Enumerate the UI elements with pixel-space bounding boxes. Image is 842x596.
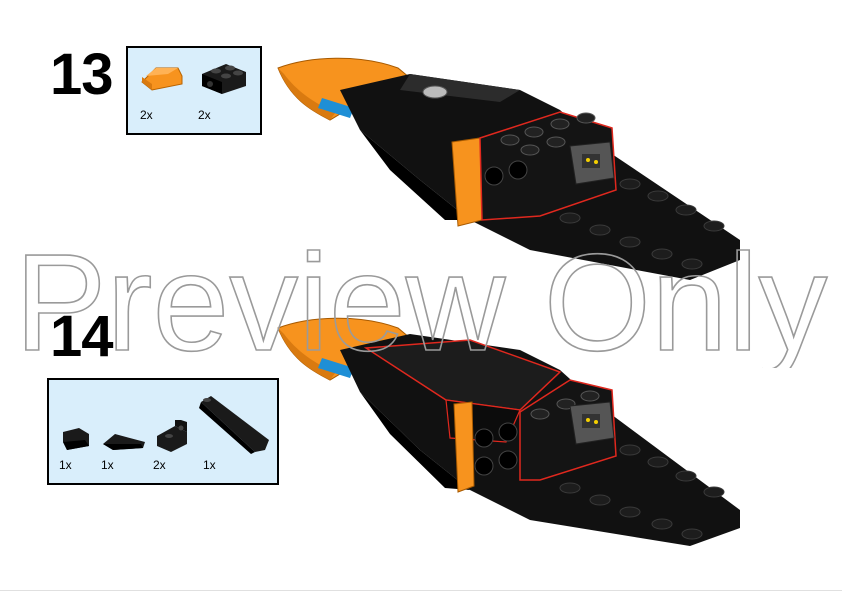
part-qty: 2x — [140, 108, 153, 122]
step-13-model-render — [277, 57, 740, 280]
black-bracket-icon — [157, 420, 187, 452]
page-bottom-rule — [0, 590, 842, 591]
orange-slope-brick-icon — [141, 67, 183, 91]
part-qty: 1x — [59, 458, 72, 472]
step-number-14: 14 — [50, 304, 114, 369]
step-14-model-render — [277, 317, 740, 546]
black-long-slope-icon — [199, 396, 269, 454]
part-qty: 1x — [101, 458, 114, 472]
black-wedge-slope-icon — [103, 434, 145, 450]
black-curved-slope-icon — [63, 428, 89, 450]
black-bracket-plate-icon — [202, 64, 246, 94]
part-qty: 2x — [198, 108, 211, 122]
parts-callout-step-13: 2x 2x — [126, 46, 262, 135]
watermark-text: Preview Only — [15, 228, 828, 368]
step-number-13: 13 — [50, 42, 114, 107]
preview-watermark: Preview Only — [14, 228, 829, 368]
parts-callout-step-14: 1x 1x 2x 1x — [47, 378, 279, 485]
part-qty: 2x — [153, 458, 166, 472]
part-qty: 1x — [203, 458, 216, 472]
